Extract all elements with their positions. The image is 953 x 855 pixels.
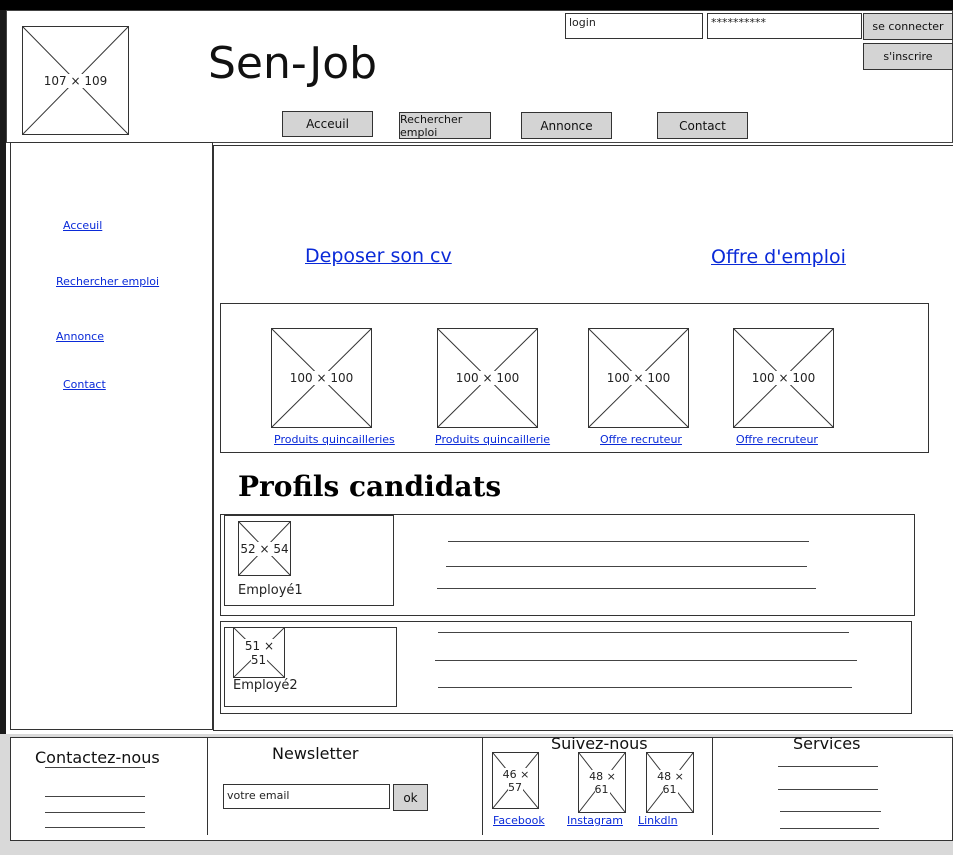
products-panel — [220, 303, 929, 453]
email-input[interactable]: votre email — [223, 784, 390, 809]
register-button[interactable]: s'inscrire — [863, 43, 953, 70]
linkedin-link[interactable]: Linkdln — [638, 814, 678, 827]
site-title: Sen-Job — [208, 38, 378, 89]
text-line — [780, 828, 879, 829]
text-line — [448, 541, 809, 542]
text-line — [778, 789, 878, 790]
text-line — [435, 660, 857, 661]
instagram-icon: 48 × 61 — [578, 752, 626, 813]
profiles-title: Profils candidats — [238, 470, 502, 503]
instagram-icon-label: 48 × 61 — [588, 769, 616, 796]
product-image: 100 × 100 — [437, 328, 538, 428]
sidebar-item-rechercher-emploi[interactable]: Rechercher emploi — [56, 275, 160, 288]
text-line — [45, 812, 145, 813]
text-line — [778, 766, 878, 767]
instagram-link[interactable]: Instagram — [567, 814, 623, 827]
left-border — [0, 10, 6, 855]
product-image: 100 × 100 — [733, 328, 834, 428]
text-line — [45, 767, 145, 768]
password-input[interactable]: ********** — [707, 13, 862, 39]
linkedin-icon-label: 48 × 61 — [656, 769, 684, 796]
product-image-label: 100 × 100 — [750, 371, 817, 385]
newsletter-title: Newsletter — [272, 744, 359, 763]
facebook-icon-label: 46 × 57 — [501, 767, 530, 794]
avatar: 51 × 51 — [233, 627, 285, 678]
connect-button[interactable]: se connecter — [863, 13, 953, 40]
sidebar-item-acceuil[interactable]: Acceuil — [63, 219, 103, 232]
product-link[interactable]: Offre recruteur — [736, 433, 818, 446]
text-line — [438, 632, 849, 633]
top-border — [0, 0, 953, 10]
text-line — [437, 588, 816, 589]
sidebar-item-annonce[interactable]: Annonce — [56, 330, 104, 343]
product-image-label: 100 × 100 — [454, 371, 521, 385]
facebook-icon: 46 × 57 — [492, 752, 539, 809]
product-image-label: 100 × 100 — [288, 371, 355, 385]
deposit-cv-link[interactable]: Deposer son cv — [305, 245, 452, 267]
nav-rechercher-emploi-button[interactable]: Rechercher emploi — [399, 112, 491, 139]
nav-contact-button[interactable]: Contact — [657, 112, 748, 139]
product-link[interactable]: Offre recruteur — [600, 433, 682, 446]
product-image: 100 × 100 — [588, 328, 689, 428]
logo-image-label: 107 × 109 — [42, 73, 109, 88]
job-offers-link[interactable]: Offre d'emploi — [711, 246, 846, 268]
sidebar — [10, 142, 213, 730]
profile-name: Employé2 — [233, 678, 298, 693]
services-title: Services — [793, 734, 861, 753]
ok-button[interactable]: ok — [393, 784, 428, 811]
avatar-label: 51 × 51 — [243, 638, 275, 667]
product-link[interactable]: Produits quincaillerie — [435, 433, 551, 446]
text-line — [438, 687, 852, 688]
logo-image: 107 × 109 — [22, 26, 129, 135]
sidebar-item-contact[interactable]: Contact — [63, 378, 106, 391]
login-input[interactable]: login — [565, 13, 703, 39]
linkedin-icon: 48 × 61 — [646, 752, 694, 813]
text-line — [45, 827, 145, 828]
nav-annonce-button[interactable]: Annonce — [521, 112, 612, 139]
facebook-link[interactable]: Facebook — [493, 814, 545, 827]
product-image: 100 × 100 — [271, 328, 372, 428]
follow-title: Suivez-nous — [551, 734, 648, 753]
text-line — [780, 811, 881, 812]
footer-divider — [712, 737, 713, 835]
nav-acceuil-button[interactable]: Acceuil — [282, 111, 373, 137]
footer-divider — [482, 737, 483, 835]
footer-divider — [207, 737, 208, 835]
profile-name: Employé1 — [238, 583, 303, 598]
contact-title: Contactez-nous — [35, 748, 160, 767]
product-link[interactable]: Produits quincailleries — [274, 433, 395, 446]
avatar-label: 52 × 54 — [239, 541, 290, 556]
text-line — [45, 796, 145, 797]
text-line — [446, 566, 807, 567]
product-image-label: 100 × 100 — [605, 371, 672, 385]
avatar: 52 × 54 — [238, 521, 291, 576]
